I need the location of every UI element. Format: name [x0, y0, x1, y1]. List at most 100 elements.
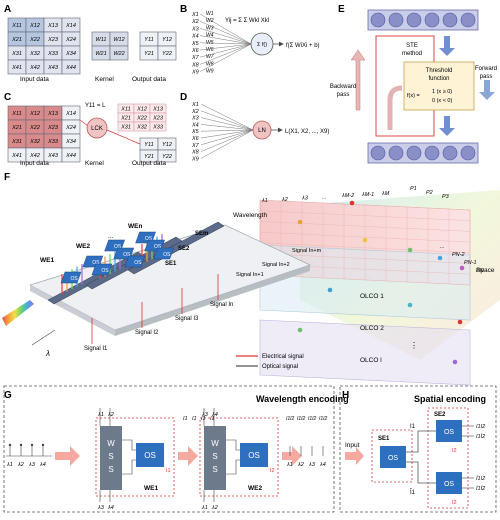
g-out-i: I1I2 [319, 416, 328, 422]
lck-matrix-cell-text: X32 [136, 125, 147, 131]
input-c-cell-text: X21 [11, 125, 22, 131]
b-edge [199, 43, 252, 72]
panel-h-title: Spatial encoding [414, 394, 486, 404]
panel-a-letter: A [4, 4, 11, 15]
os-block-label: OS [101, 268, 109, 274]
chip-edge-right [115, 265, 310, 336]
output-spot [297, 327, 303, 333]
lck-label: LCK [91, 126, 103, 132]
lck-matrix-cell-text: X22 [136, 116, 147, 122]
h-os-3-label: OS [444, 481, 454, 488]
we-ellipsis: ... [108, 233, 114, 240]
g-top-lambda: λ1 [97, 412, 104, 418]
h-os-2-label: OS [444, 429, 454, 436]
we2-box [199, 417, 279, 497]
lambda-label: λM-2 [341, 193, 354, 199]
perceptron-formula: f(Σ WiXi + b) [286, 43, 320, 49]
g-os-wire [122, 439, 136, 451]
input-cell-text: X33 [47, 51, 59, 57]
se2-label: SE2 [434, 412, 446, 418]
b-input-label: X9 [191, 70, 199, 76]
b-input-label: X3 [191, 26, 200, 32]
wss-2 [204, 426, 226, 490]
input-cell-text: X22 [29, 37, 40, 43]
olco-layer-l [259, 319, 471, 386]
h-os-3 [436, 472, 462, 494]
output-spot [459, 265, 465, 271]
b-input-label: X8 [191, 62, 200, 68]
input-c-cell-text: X42 [29, 153, 40, 159]
input-c-cell-text: X34 [65, 139, 76, 145]
wss-1-s2: S [108, 465, 113, 474]
b-input-label: X2 [191, 19, 199, 25]
b-weight-label: W9 [206, 69, 214, 75]
olco-layer-2 [259, 244, 471, 321]
output-spot [407, 247, 413, 253]
input-c-cell-text: X33 [47, 139, 59, 145]
output-data-label-c: Output data [132, 160, 166, 167]
output-c-cell-text: Y11 [144, 142, 153, 148]
g-top-lambda: λ2 [107, 412, 114, 418]
panel-h-frame [339, 385, 497, 513]
panel-c-letter: C [4, 92, 11, 103]
g-input-arrow [55, 446, 80, 466]
h-out-label: I1I2 [476, 424, 485, 430]
input-cell-text: X32 [29, 51, 40, 57]
se2-box [427, 407, 469, 509]
os-block [91, 263, 113, 276]
input-c-cell-text: X24 [65, 125, 76, 131]
lambda-label: λM [381, 191, 390, 197]
we-n-label: WEn [128, 223, 142, 230]
g-bottom-lambda: λ3 [97, 505, 105, 511]
threshold-box [403, 61, 475, 111]
g-in-dot [8, 443, 12, 447]
neuron [460, 145, 476, 161]
d-edge [200, 110, 254, 131]
lambda-label: λM-1 [361, 192, 374, 198]
we1-label: WE1 [144, 485, 158, 492]
g-os-wire [122, 459, 136, 475]
grid-line-h [259, 221, 471, 232]
panel-g-title: Wavelength encoding [256, 394, 349, 404]
lck-matrix-cell [149, 121, 167, 132]
wss-2-s2: S [212, 465, 217, 474]
p-label: P2 [426, 190, 433, 196]
se1-box [371, 429, 413, 483]
neuron [370, 12, 386, 28]
g-mid-i: I1 [210, 416, 215, 422]
g-i1: I1 [166, 468, 171, 474]
output-cell-text: Y12 [162, 37, 172, 43]
h-os-1 [380, 446, 406, 468]
g-i2: I2 [270, 468, 275, 474]
grid-line-h [259, 253, 471, 264]
os-block-label: OS [123, 252, 131, 258]
case-1: 1 (x ≥ 0) [432, 89, 452, 95]
h-input-arrow [345, 447, 364, 465]
d-edge [200, 129, 254, 152]
p-label: PN-1 [464, 260, 477, 266]
b-edge [199, 20, 252, 45]
input-cell-text: X31 [11, 51, 22, 57]
lck-matrix-cell-text: X12 [136, 107, 147, 113]
b-edge [199, 43, 252, 65]
g-top-lambda: λ3 [201, 412, 209, 418]
panel-g-frame [3, 385, 335, 513]
output-spot [327, 287, 333, 293]
panel-b-letter: B [180, 4, 187, 15]
sum-node-label: Σ f() [257, 42, 267, 48]
output-spot [349, 200, 355, 206]
d-input-label: X8 [191, 150, 200, 156]
neuron [424, 12, 440, 28]
lck-matrix-cell-text: X13 [152, 107, 164, 113]
g-in-lambda: λ3 [28, 462, 36, 468]
g-mid-i: I1 [183, 416, 188, 422]
h-wire-down [406, 461, 436, 484]
